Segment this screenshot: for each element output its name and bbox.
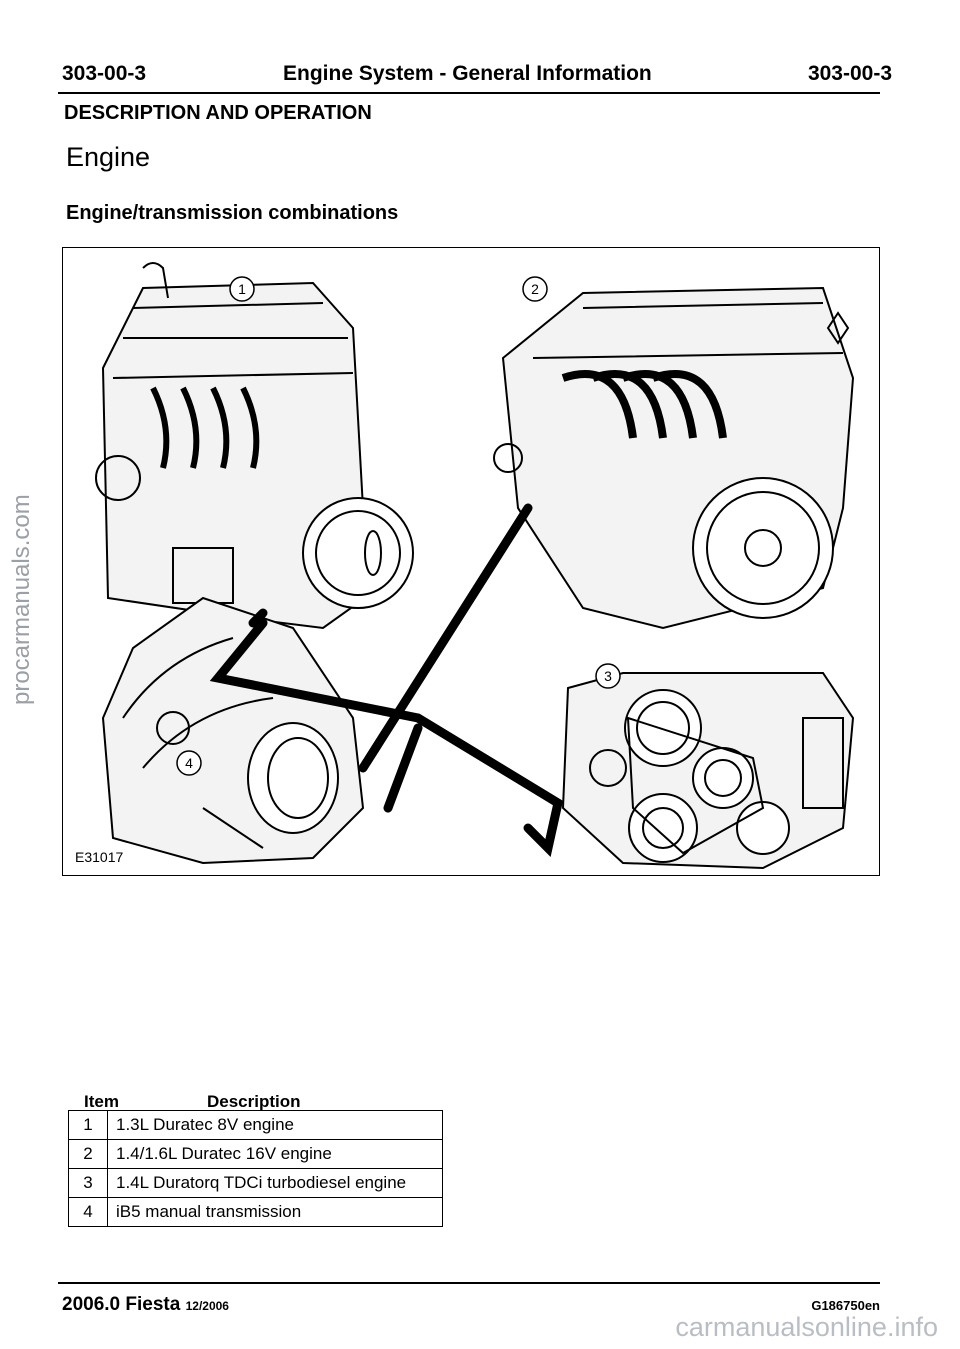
table-cell-item: 2 xyxy=(68,1139,108,1169)
header-rule xyxy=(58,92,880,94)
callout-circles xyxy=(176,276,621,776)
table-cell-description: iB5 manual transmission xyxy=(107,1197,443,1227)
page-title: Engine xyxy=(66,142,151,172)
table-cell-description: 1.4/1.6L Duratec 16V engine xyxy=(107,1139,443,1169)
transmission-4-drawing xyxy=(101,596,365,865)
table-cell-item: 4 xyxy=(68,1197,108,1227)
footer-model-name: 2006.0 Fiesta xyxy=(62,1294,181,1315)
table-cell-description: 1.4L Duratorq TDCi turbodiesel engine xyxy=(107,1168,443,1198)
table-row: 4 iB5 manual transmission xyxy=(68,1197,443,1227)
table-row: 3 1.4L Duratorq TDCi turbodiesel engine xyxy=(68,1168,443,1198)
table-cell-item: 3 xyxy=(68,1168,108,1198)
figure-code: E31017 xyxy=(75,849,124,865)
figure-illustration: 1 2 3 4 xyxy=(95,262,855,870)
table-cell-description: 1.3L Duratec 8V engine xyxy=(107,1110,443,1140)
header-title: Engine System - General Information xyxy=(283,62,652,85)
footer-model: 2006.0 Fiesta 12/2006 xyxy=(62,1294,229,1316)
table-row: 1 1.3L Duratec 8V engine xyxy=(68,1110,443,1140)
connection-lines xyxy=(209,503,564,857)
footer-date: 12/2006 xyxy=(185,1299,229,1313)
parts-table: 1 1.3L Duratec 8V engine 2 1.4/1.6L Dura… xyxy=(68,1110,443,1227)
callout-2: 2 xyxy=(531,281,539,297)
table-header-description: Description xyxy=(207,1092,301,1111)
page-subtitle: Engine/transmission combinations xyxy=(66,202,399,224)
footer-document-code: G186750en xyxy=(811,1298,880,1313)
header-section-code-left: 303-00-3 xyxy=(62,62,147,85)
table-cell-item: 1 xyxy=(68,1110,108,1140)
engine-2-drawing xyxy=(493,286,855,630)
callout-4: 4 xyxy=(185,755,193,771)
watermark-bottom: carmanualsonline.info xyxy=(675,1312,938,1342)
watermark-side: procarmanuals.com xyxy=(8,494,35,706)
footer-rule xyxy=(58,1282,880,1284)
table-header-item: Item xyxy=(84,1092,119,1111)
header-section-code-right: 303-00-3 xyxy=(807,62,892,85)
table-row: 2 1.4/1.6L Duratec 16V engine xyxy=(68,1139,443,1169)
engine-1-drawing xyxy=(95,262,414,630)
callout-1: 1 xyxy=(238,281,246,297)
engine-3-drawing xyxy=(561,672,855,870)
callout-3: 3 xyxy=(604,668,612,684)
section-heading: DESCRIPTION AND OPERATION xyxy=(64,102,372,124)
engine-transmission-figure: 1 2 3 4 E31017 xyxy=(62,247,880,876)
